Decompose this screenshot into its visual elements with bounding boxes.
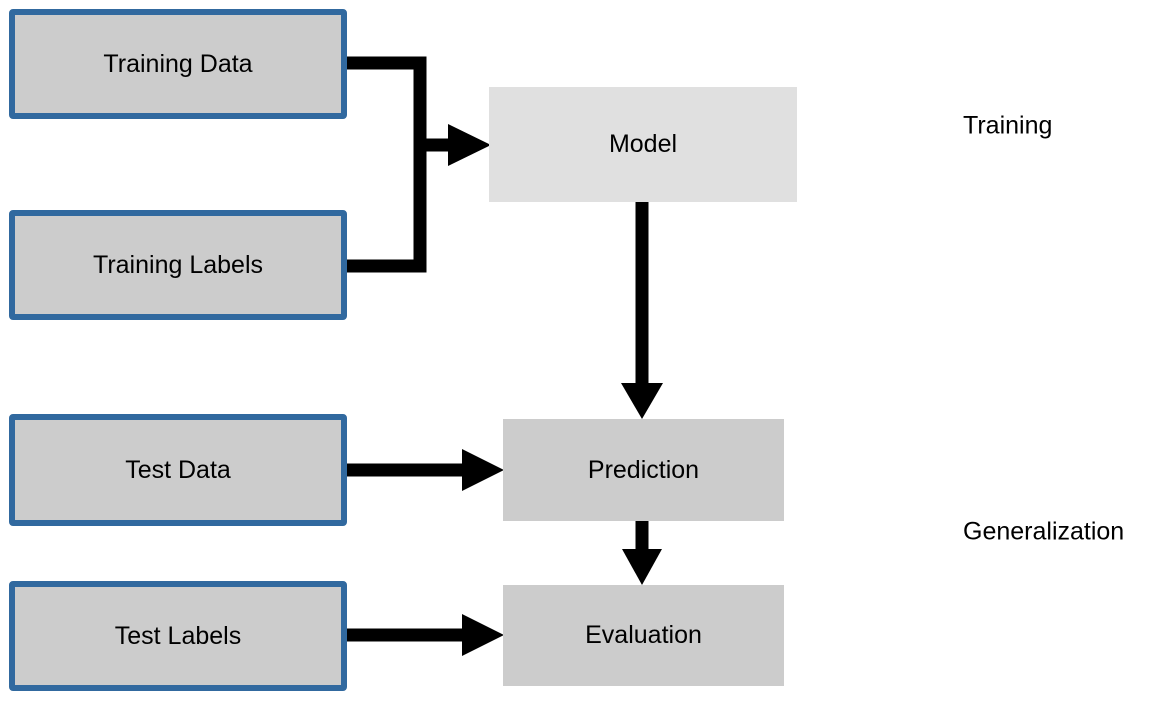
arrow-test-labels-to-evaluation — [341, 614, 504, 656]
node-test-labels[interactable]: Test Labels — [9, 581, 347, 691]
node-model[interactable]: Model — [489, 87, 797, 202]
node-test-labels-label: Test Labels — [114, 621, 242, 650]
arrow-training-labels-to-model — [345, 146, 427, 273]
node-evaluation[interactable]: Evaluation — [503, 585, 784, 686]
phase-label-generalization: Generalization — [963, 517, 1125, 546]
node-prediction[interactable]: Prediction — [503, 419, 784, 521]
node-evaluation-label: Evaluation — [585, 621, 702, 649]
node-model-label: Model — [608, 130, 678, 158]
arrow-model-to-prediction — [621, 202, 663, 419]
node-training-labels-label: Training Labels — [92, 250, 263, 279]
node-test-data[interactable]: Test Data — [9, 414, 347, 526]
arrow-training-data-to-model — [345, 56, 427, 146]
phase-label-training: Training — [963, 111, 1053, 140]
node-training-data-label: Training Data — [103, 49, 253, 78]
arrow-merge-to-model — [414, 124, 491, 166]
node-training-labels[interactable]: Training Labels — [9, 210, 347, 320]
arrow-prediction-to-evaluation — [622, 521, 662, 585]
node-training-data[interactable]: Training Data — [9, 9, 347, 119]
node-test-data-label: Test Data — [125, 455, 231, 484]
arrow-test-data-to-prediction — [341, 449, 504, 491]
node-prediction-label: Prediction — [587, 455, 700, 484]
